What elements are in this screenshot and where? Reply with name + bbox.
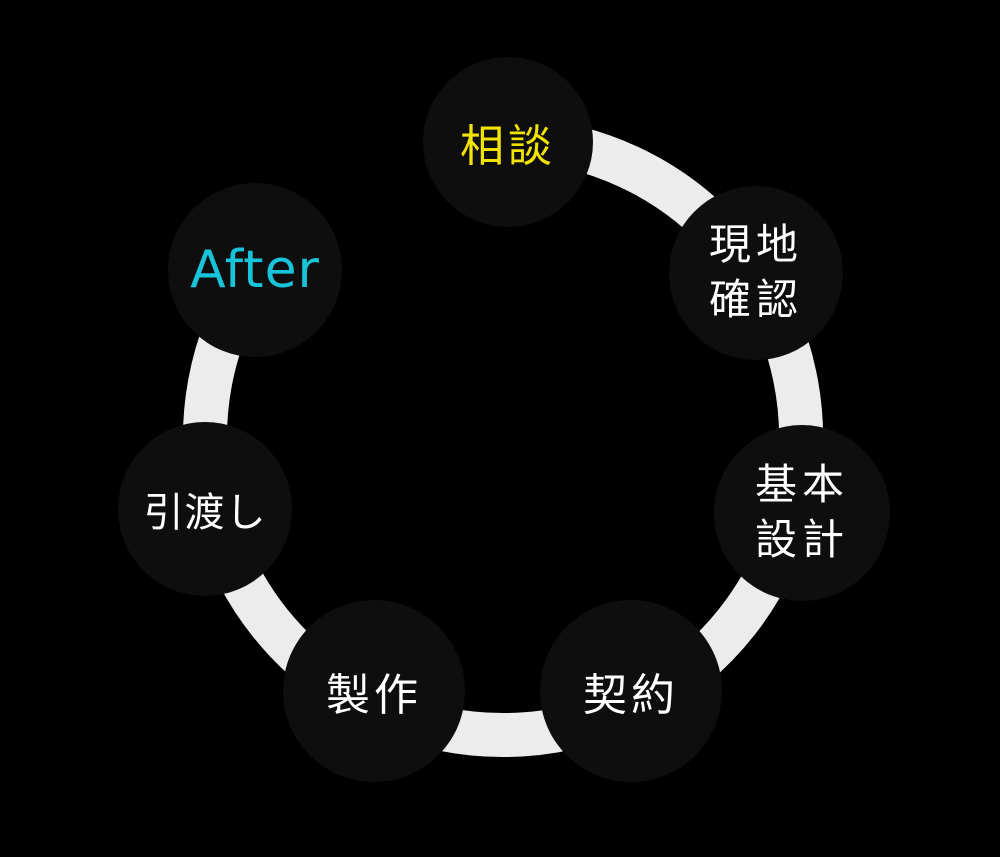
node-contract: 契約 [540,600,722,782]
node-consultation-text: 相談 [460,121,556,172]
node-production-text: 製作 [326,670,422,721]
node-consultation: 相談 [423,57,593,227]
node-production-label: 製作 [326,659,422,723]
node-contract-label: 契約 [583,659,679,723]
node-site-check: 現地 確認 [669,186,843,360]
node-after-service-label: After [190,240,320,300]
node-basic-design-text-line1: 基本 [754,460,849,510]
node-after-service: After [168,183,342,357]
node-site-check-label: 現地 確認 [709,218,803,327]
node-handover: 引渡し [118,422,292,596]
node-production: 製作 [283,600,465,782]
node-handover-label: 引渡し [144,480,267,538]
node-contract-text: 契約 [583,670,679,721]
node-site-check-text-line2: 確認 [708,275,803,324]
node-site-check-text-line1: 現地 [708,220,803,270]
node-handover-text: 引渡し [143,490,267,536]
node-consultation-label: 相談 [460,110,556,174]
node-basic-design-label: 基本 設計 [755,458,849,567]
node-basic-design: 基本 設計 [714,425,890,601]
node-after-service-text: After [190,240,320,300]
node-basic-design-text-line2: 設計 [754,515,849,564]
